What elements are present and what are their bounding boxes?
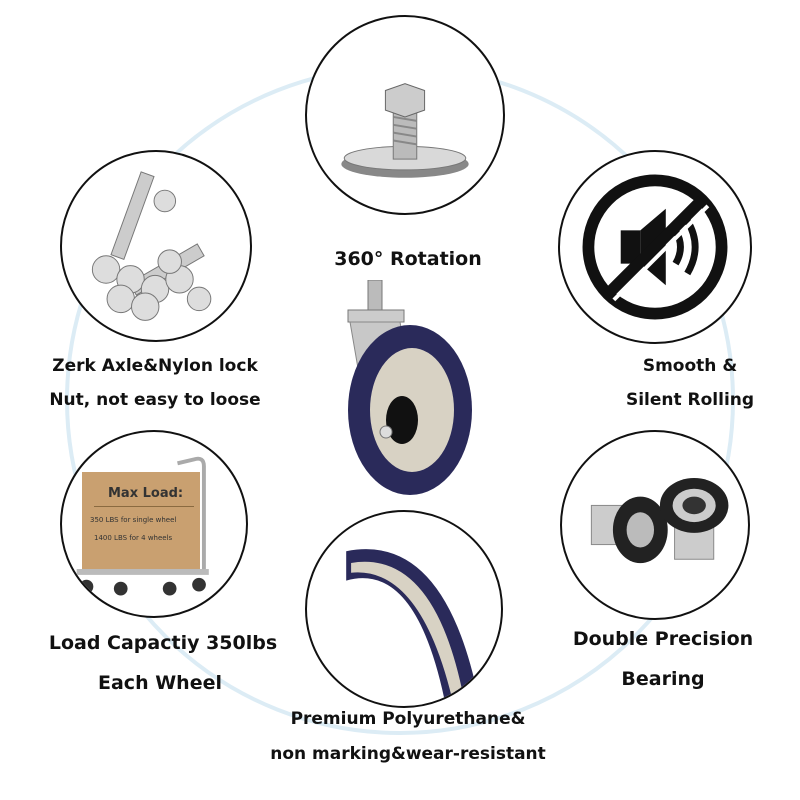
box-line2: 1400 LBS for 4 wheels — [94, 534, 173, 542]
axle-label-line1: Zerk Axle&Nylon lock — [52, 356, 258, 376]
polyurethane-image — [305, 510, 503, 708]
silent-label-line2: Silent Rolling — [625, 390, 755, 410]
bearing-label-line2: Bearing — [621, 668, 705, 690]
silent-image — [558, 150, 752, 344]
box-title: Max Load: — [108, 486, 184, 501]
rotation-image — [305, 15, 505, 215]
mute-speaker-icon — [582, 174, 728, 320]
bearing-image — [560, 430, 750, 620]
box-line1: 350 LBS for single wheel — [90, 516, 177, 524]
bearing-label-line1: Double Precision — [572, 628, 754, 650]
load-label-line1: Load Capactiy 350lbs — [48, 632, 278, 654]
caster-wheel-image — [320, 279, 480, 500]
cardboard-box: Max Load: 350 LBS for single wheel 1400 … — [82, 472, 200, 574]
load-capacity-image: Max Load: 350 LBS for single wheel 1400 … — [60, 430, 248, 618]
load-label-line2: Each Wheel — [98, 672, 222, 694]
polyurethane-label-line1: Premium Polyurethane& — [290, 709, 526, 729]
rotation-label: 360° Rotation — [334, 248, 482, 270]
polyurethane-label-line2: non marking&wear-resistant — [270, 744, 546, 764]
silent-label-line1: Smooth & — [642, 356, 738, 376]
axle-label-line2: Nut, not easy to loose — [49, 390, 261, 410]
axle-nut-image — [60, 150, 252, 342]
trolley-icon — [76, 456, 209, 596]
